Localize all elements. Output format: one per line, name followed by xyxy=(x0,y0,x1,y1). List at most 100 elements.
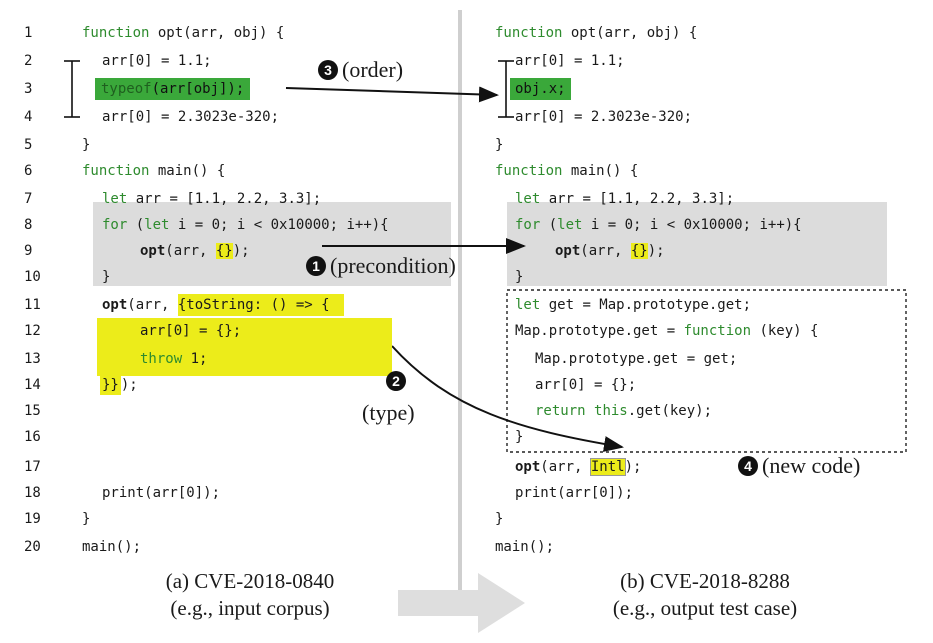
right-line-9: opt(arr, {}); xyxy=(555,242,665,260)
line-number: 19 xyxy=(24,511,41,527)
code-text: opt(arr, obj) { xyxy=(149,25,285,41)
new-code-annotation: 4(new code) xyxy=(738,453,860,479)
left-line-14: }}); xyxy=(100,375,138,395)
right-caption: (b) CVE-2018-8288 (e.g., output test cas… xyxy=(545,568,865,622)
keyword: let xyxy=(144,217,170,233)
left-line-4: arr[0] = 2.3023e-320; xyxy=(102,109,280,125)
keyword: typeof xyxy=(101,81,152,97)
line-number: 11 xyxy=(24,297,41,313)
line-number: 17 xyxy=(24,459,41,475)
order-annotation: 3(order) xyxy=(318,57,403,83)
right-line-12: Map.prototype.get = function (key) { xyxy=(515,322,818,340)
code-text: (arr[obj]); xyxy=(151,81,245,97)
line-number: 15 xyxy=(24,403,41,419)
code-text: ( xyxy=(540,217,558,233)
code-text: ); xyxy=(232,243,250,259)
right-line-19: } xyxy=(495,511,504,527)
intl-argument-highlight: Intl xyxy=(589,458,626,476)
code-text: main() { xyxy=(562,163,639,179)
left-line-7: let arr = [1.1, 2.2, 3.3]; xyxy=(102,190,321,208)
precondition-annotation: 1(precondition) xyxy=(306,253,456,279)
line-number: 6 xyxy=(24,163,33,179)
code-text: .get(key); xyxy=(627,403,713,419)
code-text: (key) { xyxy=(751,323,819,339)
new-code-box xyxy=(506,289,907,453)
argument-highlight: {toString: () => { xyxy=(177,294,344,316)
function-name: opt xyxy=(515,459,541,475)
argument-highlight: {} xyxy=(215,243,233,259)
order-number-badge: 3 xyxy=(318,60,338,80)
right-caption-subtitle: (e.g., output test case) xyxy=(612,596,798,620)
right-line-4: arr[0] = 2.3023e-320; xyxy=(515,109,693,125)
line-number: 16 xyxy=(24,429,41,445)
center-divider xyxy=(458,10,462,592)
left-caption: (a) CVE-2018-0840 (e.g., input corpus) xyxy=(110,568,390,622)
left-line-13: throw 1; xyxy=(140,350,207,368)
code-text: arr = [1.1, 2.2, 3.3]; xyxy=(540,191,735,207)
keyword: function xyxy=(495,25,563,41)
code-text: get = Map.prototype.get; xyxy=(540,297,752,313)
code-text: (arr, xyxy=(540,459,591,475)
right-caption-title: (b) CVE-2018-8288 xyxy=(620,569,790,593)
code-text: ); xyxy=(647,243,665,259)
right-range-bracket xyxy=(498,60,514,118)
keyword: function xyxy=(82,25,150,41)
code-text: main() { xyxy=(149,163,226,179)
right-line-20: main(); xyxy=(495,539,555,555)
code-text: 1; xyxy=(182,351,208,367)
function-name: opt xyxy=(555,243,581,259)
line-number: 9 xyxy=(24,243,33,259)
type-number-badge: 2 xyxy=(386,371,406,391)
line-number: 4 xyxy=(24,109,33,125)
right-line-8: for (let i = 0; i < 0x10000; i++){ xyxy=(515,216,802,234)
line-number: 18 xyxy=(24,485,41,501)
keyword: this xyxy=(594,403,628,419)
right-line-3-obj-highlight: obj.x; xyxy=(510,78,571,100)
line-number: 3 xyxy=(24,81,33,97)
left-line-8: for (let i = 0; i < 0x10000; i++){ xyxy=(102,216,389,234)
line-number: 1 xyxy=(24,25,33,41)
right-loop-highlight xyxy=(507,202,887,286)
right-line-18: print(arr[0]); xyxy=(515,485,634,501)
left-line-1: function opt(arr, obj) { xyxy=(82,24,284,42)
argument-highlight: {} xyxy=(630,243,648,259)
type-annotation-badge-wrap: 2 xyxy=(386,368,410,394)
right-line-15: return this.get(key); xyxy=(535,402,712,420)
order-arrow xyxy=(285,86,499,103)
right-line-14: arr[0] = {}; xyxy=(535,377,637,393)
code-text: (arr, xyxy=(165,243,216,259)
keyword: for xyxy=(515,217,541,233)
right-line-11: let get = Map.prototype.get; xyxy=(515,296,751,314)
right-line-16: } xyxy=(515,429,524,445)
code-text: ); xyxy=(120,377,138,393)
type-annotation: (type) xyxy=(362,400,415,425)
left-line-20: main(); xyxy=(82,539,142,555)
line-number: 12 xyxy=(24,323,41,339)
code-text: i = 0; i < 0x10000; i++){ xyxy=(169,217,389,233)
left-line-18: print(arr[0]); xyxy=(102,485,221,501)
precondition-number-badge: 1 xyxy=(306,256,326,276)
right-line-7: let arr = [1.1, 2.2, 3.3]; xyxy=(515,190,734,208)
new-code-label: (new code) xyxy=(762,453,861,478)
progress-arrow xyxy=(398,573,525,633)
right-line-2: arr[0] = 1.1; xyxy=(515,53,625,69)
right-line-6: function main() { xyxy=(495,162,638,180)
keyword: for xyxy=(102,217,128,233)
line-number: 10 xyxy=(24,269,41,285)
left-line-11: opt(arr, {toString: () => { xyxy=(102,294,344,316)
function-name: opt xyxy=(102,297,128,313)
line-number: 2 xyxy=(24,53,33,69)
keyword: function xyxy=(683,323,752,339)
line-number: 5 xyxy=(24,137,33,153)
code-text: ); xyxy=(624,459,642,475)
code-text: opt(arr, obj) { xyxy=(562,25,698,41)
line-number: 14 xyxy=(24,377,41,393)
right-line-13: Map.prototype.get = get; xyxy=(535,351,738,367)
left-range-bracket xyxy=(64,60,80,118)
argument-highlight: }} xyxy=(100,375,121,395)
left-line-2: arr[0] = 1.1; xyxy=(102,53,212,69)
left-line-12: arr[0] = {}; xyxy=(140,323,242,339)
keyword: let xyxy=(515,191,541,207)
left-line-3-typeof-highlight: typeof(arr[obj]); xyxy=(95,78,251,100)
right-line-5: } xyxy=(495,137,504,153)
